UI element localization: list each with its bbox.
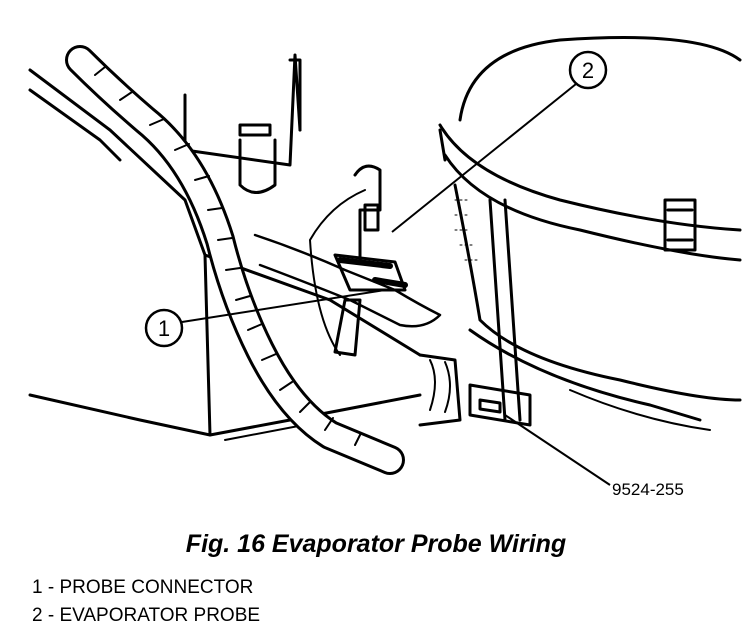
legend-item-1: 1 - PROBE CONNECTOR bbox=[32, 577, 254, 598]
probe-connector-wire bbox=[253, 233, 442, 328]
mounting-bracket bbox=[183, 53, 302, 194]
evaporator-drum bbox=[458, 36, 742, 122]
callout-2-number: 2 bbox=[582, 58, 594, 83]
heater-housing bbox=[28, 68, 212, 437]
evaporator-probe bbox=[353, 164, 382, 262]
figure-caption: Fig. 16 Evaporator Probe Wiring bbox=[185, 530, 567, 558]
callout-1-number: 1 bbox=[158, 316, 170, 341]
callout-2: 2 bbox=[391, 50, 608, 233]
callout-1: 1 bbox=[144, 289, 386, 348]
legend: 1 - PROBE CONNECTOR 2 - EVAPORATOR PROBE bbox=[32, 574, 260, 630]
evaporator-probe-wiring-illustration: 2 1 9524-255 bbox=[28, 36, 742, 499]
drum-strap bbox=[663, 198, 697, 252]
lower-bracket bbox=[468, 383, 532, 427]
legend-item-2: 2 - EVAPORATOR PROBE bbox=[32, 605, 261, 626]
part-number: 9524-255 bbox=[612, 480, 684, 499]
part-number-callout: 9524-255 bbox=[504, 414, 684, 499]
probe-connector bbox=[333, 253, 407, 357]
